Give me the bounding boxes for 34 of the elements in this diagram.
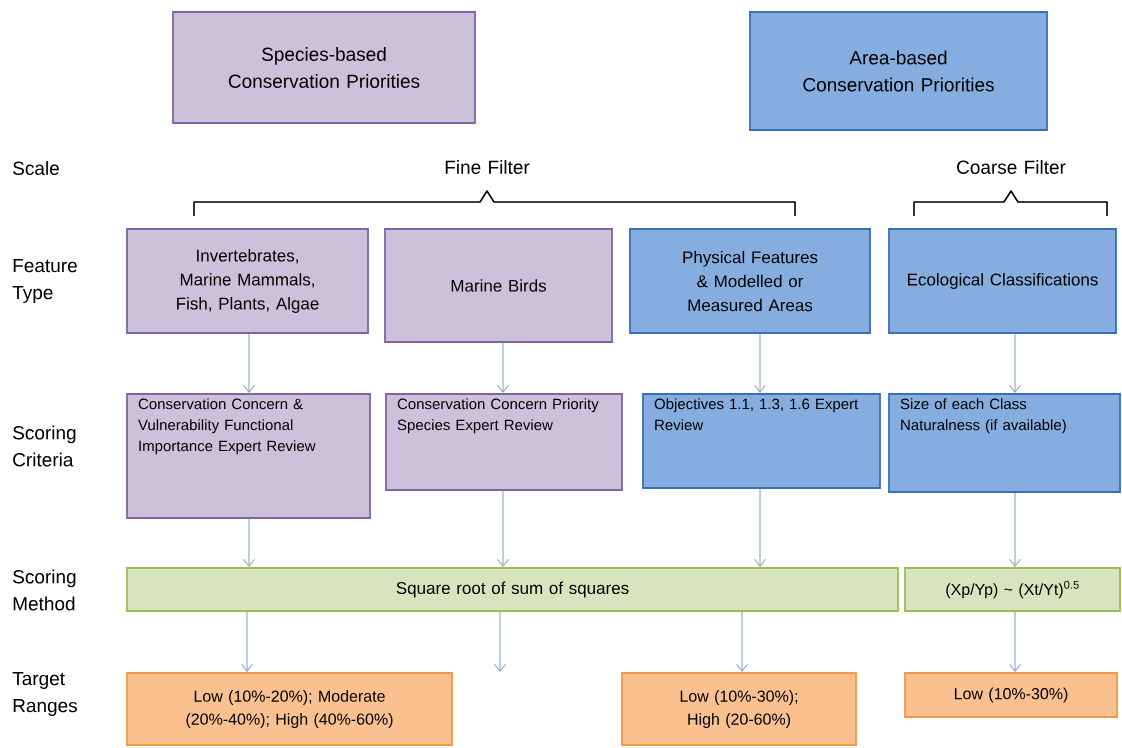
target-box: Low (10%-30%): [904, 672, 1118, 718]
row-label: Scoring Method: [13, 569, 76, 611]
arrow: [1009, 611, 1021, 672]
criteria-box: Size of each Class Naturalness (if available): [888, 393, 1121, 493]
priority-box: Area-based Conservation Priorities: [749, 11, 1048, 131]
row-label: Fine Filter: [445, 160, 530, 174]
feature-box: Physical Features & Modelled or Measured Areas: [629, 228, 871, 334]
priority-box: Species-based Conservation Priorities: [172, 11, 476, 124]
feature-box: Invertebrates, Marine Mammals, Fish, Plants, Algae: [126, 228, 369, 334]
arrow: [241, 611, 253, 672]
criteria-box: Objectives 1.1, 1.3, 1.6 Expert Review: [642, 393, 881, 489]
arrow: [497, 342, 509, 393]
row-label: Target Ranges: [12, 672, 77, 716]
row-label: Scale: [13, 161, 59, 175]
arrow: [1009, 333, 1021, 393]
method-box: Square root of sum of squares: [126, 567, 899, 612]
criteria-box: Conservation Concern Priority Species Expert Review: [385, 393, 623, 491]
arrow: [494, 611, 506, 672]
row-label: Feature Type: [12, 259, 77, 303]
feature-box: Ecological Classifications: [888, 228, 1117, 334]
arrow: [754, 333, 766, 393]
arrow: [243, 333, 255, 393]
arrow: [497, 490, 509, 567]
arrow: [1009, 492, 1021, 567]
row-label: Coarse Filter: [957, 160, 1066, 174]
target-box: Low (10%-30%); High (20-60%): [621, 672, 857, 746]
arrow: [243, 518, 255, 567]
feature-box: Marine Birds: [384, 228, 613, 343]
row-label: Scoring Criteria: [13, 425, 76, 467]
arrow: [736, 611, 748, 672]
criteria-box: Conservation Concern & Vulnerability Functional Importance Expert Review: [126, 393, 371, 519]
arrow: [754, 488, 766, 567]
method-box: (Xp/Yp) ~ (Xt/Yt)$^{0.5}$: [904, 567, 1121, 612]
target-box: Low (10%-20%); Moderate (20%-40%); High (40%-60%): [126, 672, 453, 746]
